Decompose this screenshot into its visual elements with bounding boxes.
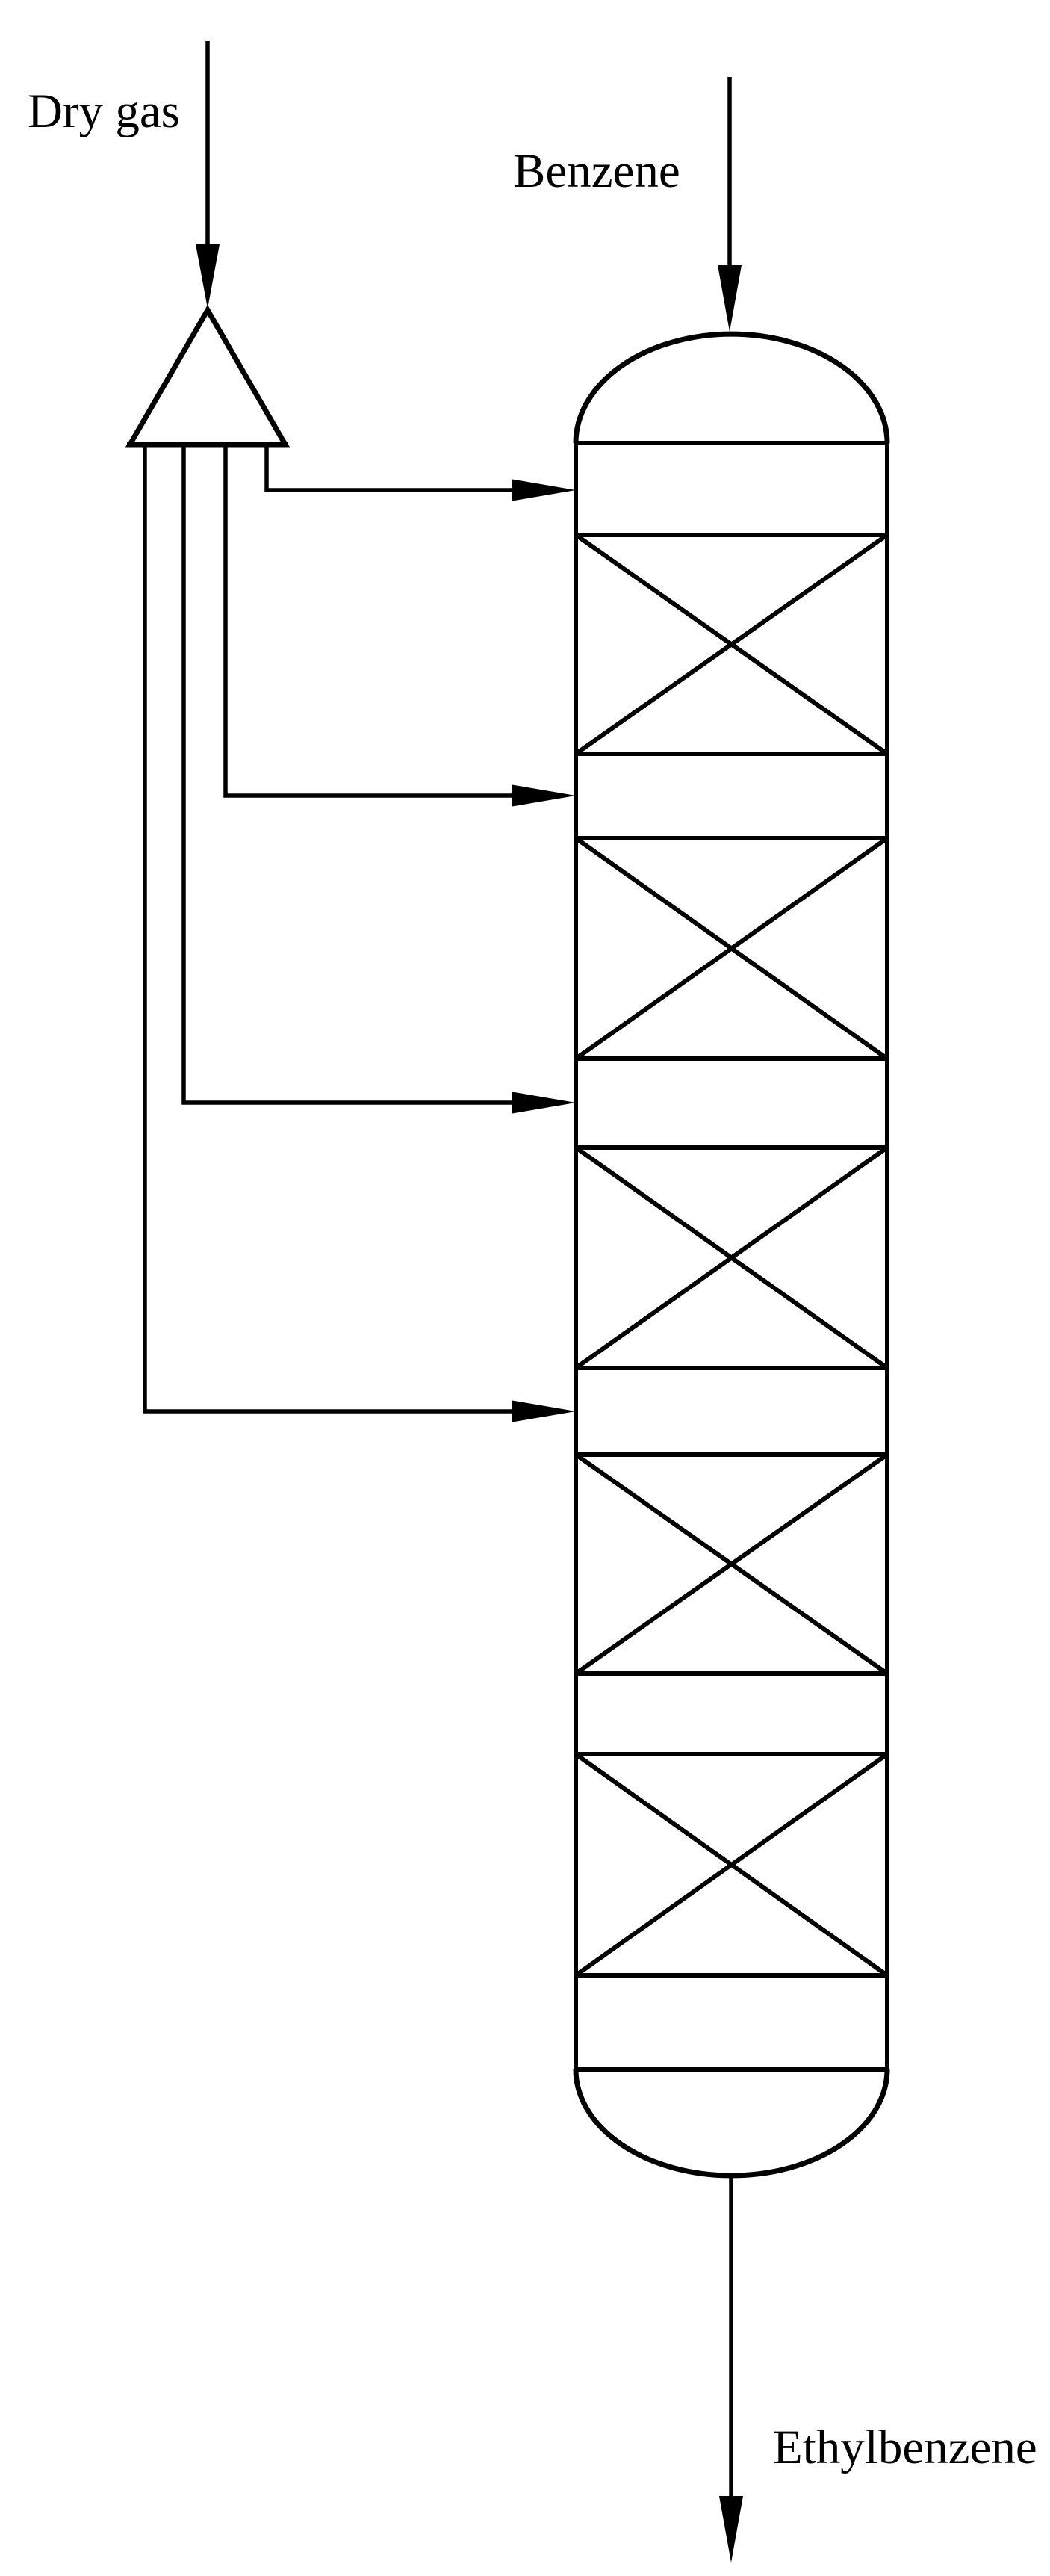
column-top-dome (573, 331, 890, 444)
column-section-lines (576, 441, 887, 2072)
packing-section-2 (574, 836, 889, 1061)
down-arrowhead-icon (719, 2496, 743, 2563)
packed-column (573, 331, 890, 2179)
down-arrowhead-icon (718, 265, 742, 332)
branch-line-2 (223, 442, 523, 798)
branch-line-1 (264, 442, 523, 492)
column-bottom-dome (573, 2069, 890, 2179)
dry-gas-feed-arrow (196, 41, 220, 309)
down-arrowhead-icon (196, 244, 220, 309)
packing-section-4 (574, 1452, 889, 1676)
packing-section-1 (574, 533, 889, 756)
packing-cross-line (574, 1752, 889, 1978)
ethylbenzene-outlet-arrow (719, 2174, 743, 2563)
distributor-branch-lines (143, 442, 576, 1422)
benzene-label: Benzene (513, 144, 680, 198)
right-arrowhead-icon (512, 1400, 576, 1422)
packing-cross-line (574, 1145, 889, 1370)
packing-cross-line (574, 836, 889, 1061)
ethylbenzene-label: Ethylbenzene (773, 2421, 1037, 2474)
packing-cross-line (574, 1452, 889, 1676)
right-arrowhead-icon (512, 1092, 576, 1114)
packing-section-3 (574, 1145, 889, 1370)
right-arrowhead-icon (512, 784, 576, 807)
branch-line-3 (181, 442, 523, 1105)
dry-gas-distributor (125, 305, 291, 448)
packing-section-5 (574, 1752, 889, 1978)
dry-gas-label: Dry gas (28, 84, 180, 138)
distributor-triangle (125, 305, 291, 448)
branch-line-4 (143, 442, 523, 1414)
packing-cross-line (574, 533, 889, 756)
benzene-feed-arrow (718, 77, 742, 332)
right-arrowhead-icon (512, 479, 576, 501)
